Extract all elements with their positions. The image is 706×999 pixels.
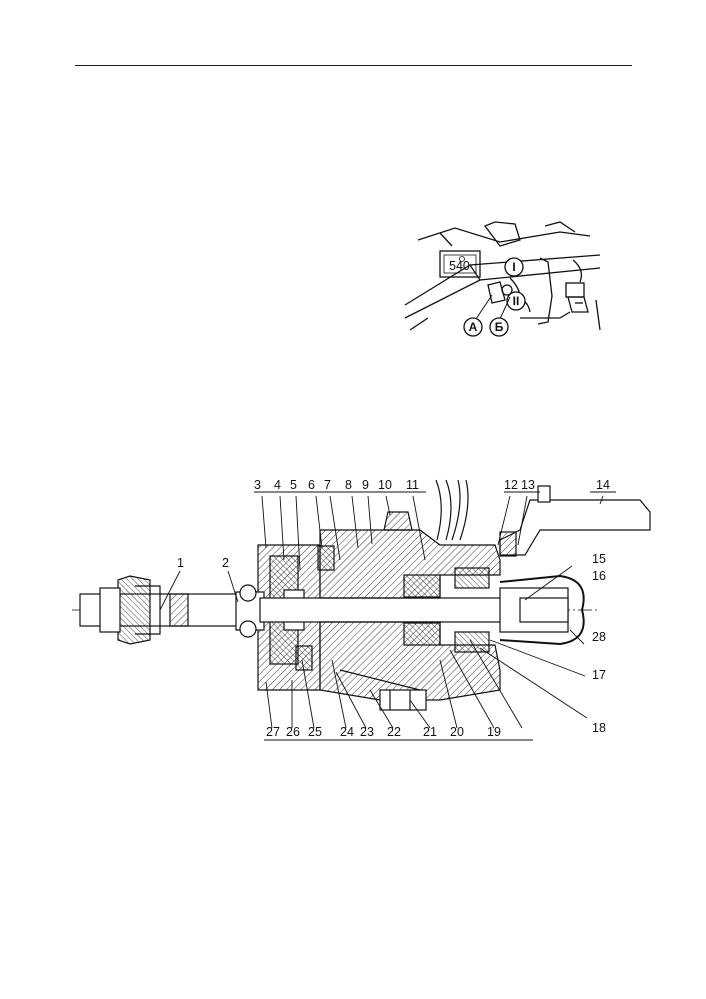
part-label: 27 — [266, 725, 280, 739]
part-label: 13 — [521, 478, 535, 492]
part-label: 18 — [592, 721, 606, 735]
part-label: 21 — [423, 725, 437, 739]
part-label: 2 — [222, 556, 229, 570]
header-rule — [75, 65, 632, 66]
part-labels: 3 4 5 6 7 8 9 10 11 12 13 14 15 16 28 17… — [177, 478, 610, 739]
part-label: 25 — [308, 725, 322, 739]
part-label: 16 — [592, 569, 606, 583]
part-label: 4 — [274, 478, 281, 492]
part-label: 22 — [387, 725, 401, 739]
part-label: 6 — [308, 478, 315, 492]
part-label: 11 — [406, 478, 419, 492]
part-label: 1 — [177, 556, 184, 570]
callout-A: А — [463, 294, 493, 337]
part-label: 9 — [362, 478, 369, 492]
svg-text:I: I — [512, 260, 515, 274]
svg-text:II: II — [513, 294, 520, 308]
svg-text:Б: Б — [495, 320, 504, 334]
part-label: 23 — [360, 725, 374, 739]
svg-text:А: А — [469, 320, 478, 334]
part-label: 15 — [592, 552, 606, 566]
part-label: 28 — [592, 630, 606, 644]
part-label: 19 — [487, 725, 501, 739]
part-label: 3 — [254, 478, 261, 492]
pto-section-view — [72, 479, 651, 711]
part-label: 7 — [324, 478, 331, 492]
callout-pos2: II — [506, 291, 526, 311]
part-label: 24 — [340, 725, 354, 739]
part-label: 17 — [592, 668, 606, 682]
callout-pos1: I — [504, 257, 524, 277]
part-label: 8 — [345, 478, 352, 492]
callout-B: Б — [489, 296, 511, 337]
part-label: 20 — [450, 725, 464, 739]
part-label: 26 — [286, 725, 300, 739]
inset-sun-icon — [459, 256, 465, 262]
part-label: 12 — [504, 478, 518, 492]
part-label: 5 — [290, 478, 297, 492]
plate-label: 540 — [449, 259, 470, 273]
part-label: 10 — [378, 478, 392, 492]
leader-lines — [159, 491, 616, 741]
part-label: 14 — [596, 478, 610, 492]
